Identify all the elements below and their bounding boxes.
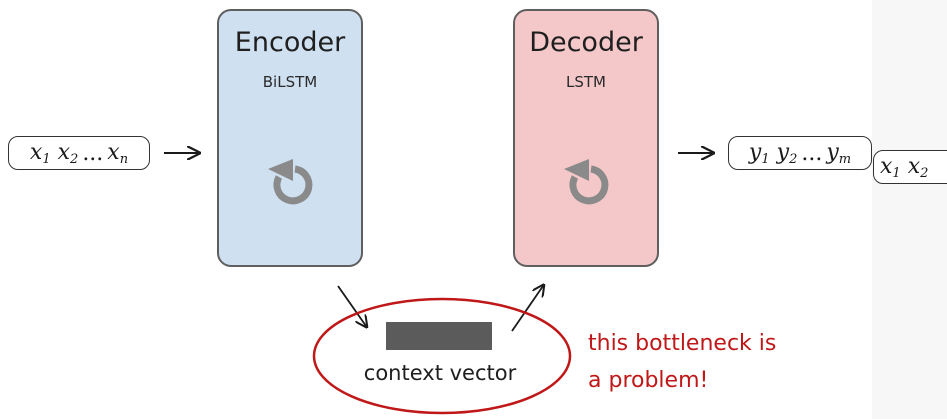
loop-arrow-icon	[564, 159, 609, 205]
loop-arrow-icon	[268, 159, 313, 205]
input-token-1: x1	[29, 139, 51, 167]
cut-token-1: x1	[880, 153, 901, 181]
right-panel-background	[872, 0, 947, 419]
encoder-subtitle: BiLSTM	[262, 73, 318, 91]
encoder-title: Encoder	[234, 27, 346, 58]
output-sequence-box: y1 y2 ... ym	[728, 136, 872, 170]
input-token-2: x2	[57, 139, 79, 167]
decoder-title: Decoder	[529, 27, 643, 58]
bottleneck-note-line1: this bottleneck is	[588, 331, 777, 356]
decoder-subtitle: LSTM	[566, 73, 606, 91]
output-ellipsis: ...	[801, 140, 823, 166]
bottleneck-highlight-ellipse	[312, 297, 572, 415]
context-vector-label: context vector	[363, 361, 517, 385]
input-sequence-box: x1 x2 ... xn	[8, 136, 150, 170]
cut-token-2: x2	[907, 153, 929, 181]
encoder-block: Encoder BiLSTM	[217, 9, 363, 267]
output-token-m: ym	[826, 139, 852, 167]
encoder-to-context-arrow	[337, 285, 366, 326]
context-to-decoder-arrow	[511, 286, 543, 332]
output-token-2: y2	[776, 139, 798, 167]
bottleneck-note-line2: a problem!	[588, 368, 709, 393]
input-token-n: xn	[107, 139, 129, 167]
input-ellipsis: ...	[82, 140, 104, 166]
context-vector-bar	[386, 322, 492, 350]
output-token-1: y1	[748, 139, 770, 167]
cut-off-sequence-box: x1 x2	[873, 150, 947, 184]
decoder-block: Decoder LSTM	[513, 9, 659, 267]
